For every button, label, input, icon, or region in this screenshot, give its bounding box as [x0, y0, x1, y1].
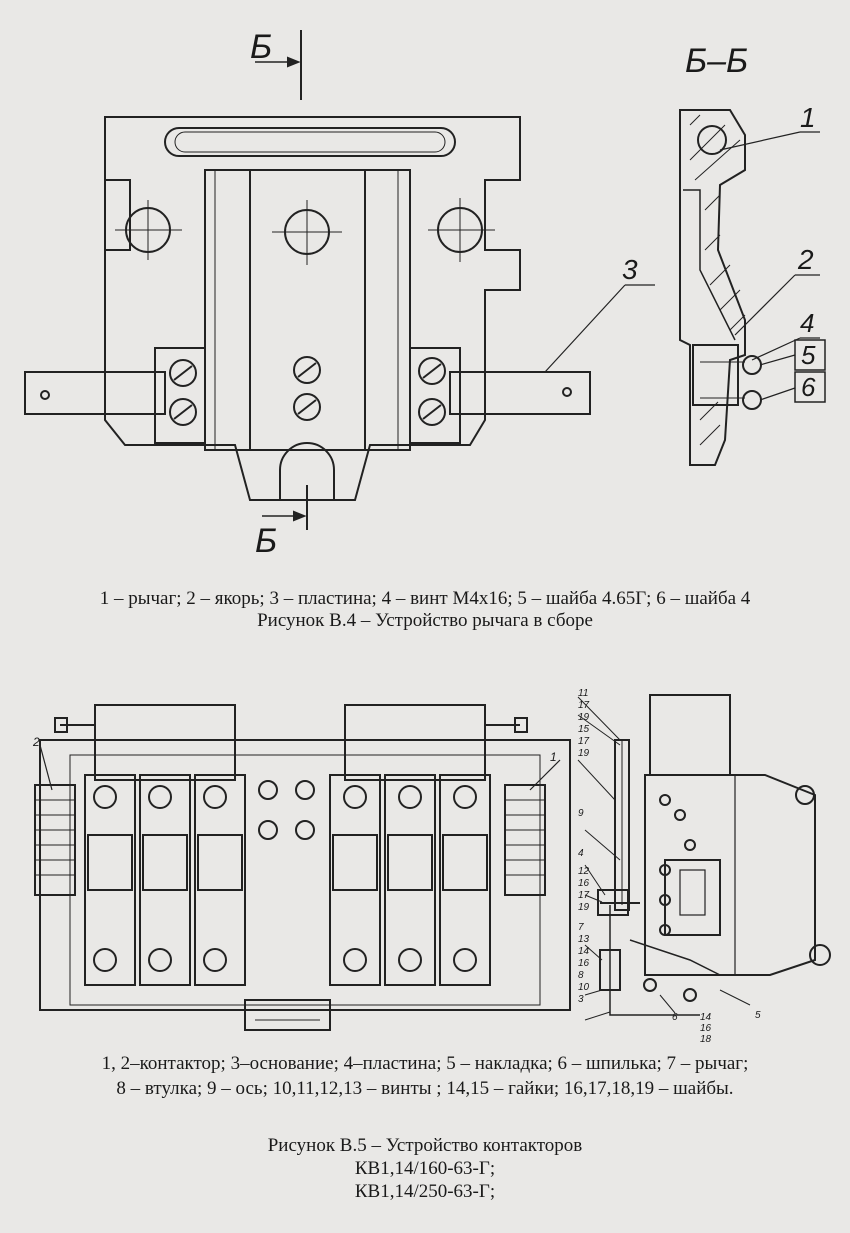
section-mark-bottom: Б — [255, 522, 278, 560]
callout-2: 2 — [798, 244, 814, 275]
side-callout: 16 — [578, 958, 590, 969]
figure-b5-legend-line2: 8 – втулка; 9 – ось; 10,11,12,13 – винты… — [116, 1078, 734, 1099]
side-callout: 10 — [578, 982, 590, 993]
figure-b4-legend: 1 – рычаг; 2 – якорь; 3 – пластина; 4 – … — [99, 588, 751, 609]
bottom-callout: 16 — [700, 1023, 712, 1034]
bottom-callout: 18 — [700, 1034, 712, 1045]
side-callout: 9 — [578, 808, 584, 819]
side-callout: 17 — [578, 700, 590, 711]
callout-1: 1 — [800, 102, 816, 133]
side-callout: 3 — [578, 994, 584, 1005]
side-callout: 17 — [578, 890, 590, 901]
bottom-callout-5: 5 — [755, 1010, 761, 1021]
figure-b5-model-1: КВ1,14/160-63-Г; — [354, 1158, 496, 1179]
figure-b5-title: Рисунок В.5 – Устройство контакторов — [267, 1135, 583, 1156]
side-callout: 15 — [578, 724, 590, 735]
bottom-callout: 14 — [700, 1012, 712, 1023]
front-callout-2: 2 — [33, 735, 40, 749]
figure-b4-title: Рисунок В.4 – Устройство рычага в сборе — [257, 610, 593, 631]
side-callout: 13 — [578, 934, 590, 945]
side-callout: 19 — [578, 902, 590, 913]
side-callout: 17 — [578, 736, 590, 747]
section-title: Б–Б — [685, 42, 749, 80]
bottom-callout-stack: 14 16 18 — [700, 1012, 711, 1045]
side-callout: 4 — [578, 848, 584, 859]
side-callouts: 11 17 19 15 17 19 9 4 12 16 17 19 7 13 1… — [578, 688, 608, 1006]
callout-5: 5 — [801, 340, 816, 370]
side-callout: 11 — [578, 688, 589, 699]
figure-b5-legend-line1: 1, 2–контактор; 3–основание; 4–пластина;… — [101, 1053, 749, 1074]
side-callout: 7 — [578, 922, 584, 933]
side-callout: 8 — [578, 970, 584, 981]
side-callout: 12 — [578, 866, 590, 877]
callout-6: 6 — [801, 372, 816, 402]
callout-4: 4 — [800, 308, 815, 338]
side-callout: 19 — [578, 712, 590, 723]
figure-b4-drawing — [24, 30, 826, 530]
side-callout: 16 — [578, 878, 590, 889]
side-callout: 19 — [578, 748, 590, 759]
side-callout: 14 — [578, 946, 590, 957]
section-mark-top: Б — [250, 28, 273, 66]
figure-b5-model-2: КВ1,14/250-63-Г; — [354, 1181, 496, 1202]
bottom-callout-6: 6 — [672, 1012, 678, 1023]
front-callout-1: 1 — [550, 750, 557, 764]
callout-3: 3 — [622, 254, 638, 285]
